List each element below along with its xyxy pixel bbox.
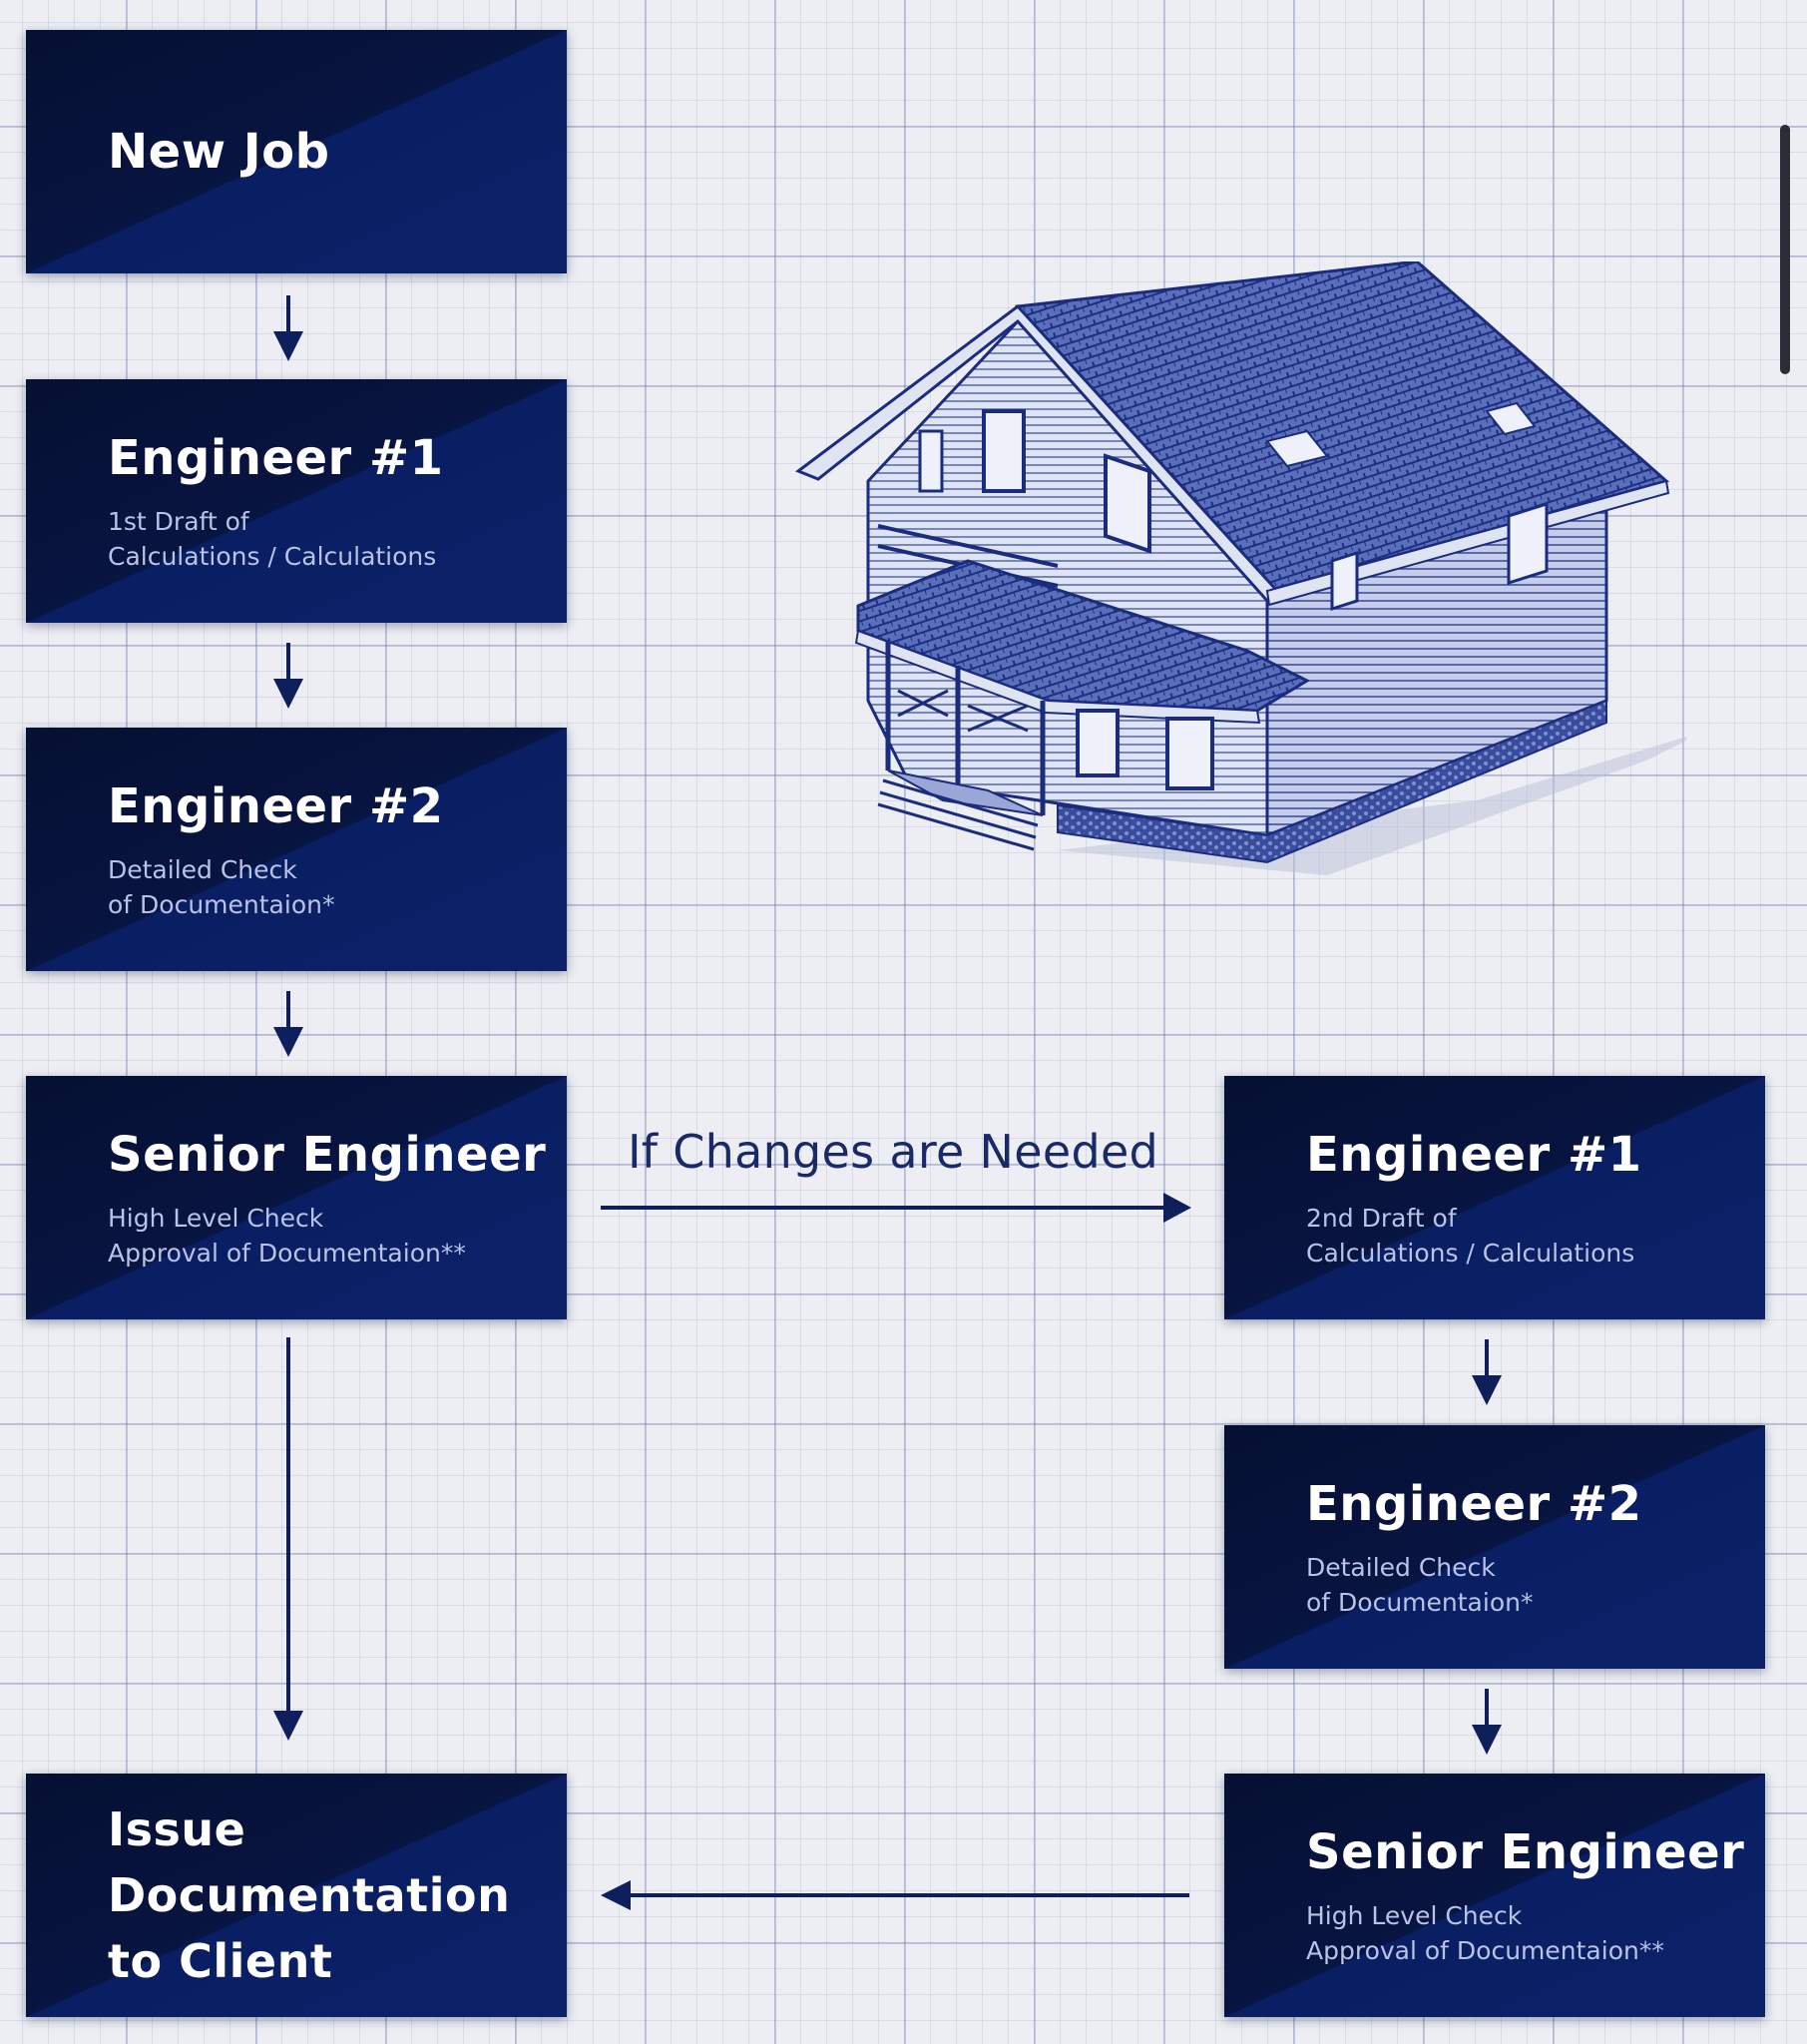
step-subtitle-line: Approval of Documentaion**	[1306, 1936, 1664, 1965]
step-title-line: Issue	[108, 1802, 246, 1856]
step-title: Engineer #2	[1306, 1476, 1642, 1532]
changes-needed-label: If Changes are Needed	[627, 1125, 1159, 1179]
arrow-seniorb-to-issue	[601, 1880, 1189, 1910]
arrow-eng2b-to-seniorb	[1472, 1689, 1502, 1755]
scrollbar-thumb[interactable]	[1780, 125, 1790, 374]
arrow-senior-to-issue	[273, 1337, 303, 1741]
step-senior-engineer-second: Senior Engineer High Level Check Approva…	[1224, 1774, 1765, 2017]
step-subtitle: Detailed Check of Documentaion*	[108, 852, 547, 922]
step-new-job: New Job	[26, 30, 567, 273]
step-engineer-1-first-draft: Engineer #1 1st Draft of Calculations / …	[26, 379, 567, 623]
house-blueprint-icon	[794, 261, 1686, 875]
step-engineer-1-second-draft: Engineer #1 2nd Draft of Calculations / …	[1224, 1076, 1765, 1319]
step-subtitle-line: 1st Draft of	[108, 507, 249, 536]
step-engineer-2-first-check: Engineer #2 Detailed Check of Documentai…	[26, 728, 567, 971]
arrow-changes-needed	[601, 1193, 1191, 1223]
step-subtitle: High Level Check Approval of Documentaio…	[1306, 1898, 1745, 1968]
step-subtitle-line: High Level Check	[1306, 1901, 1523, 1930]
step-subtitle-line: Detailed Check	[108, 855, 297, 884]
step-subtitle-line: 2nd Draft of	[1306, 1204, 1457, 1233]
step-title: Engineer #1	[108, 430, 444, 486]
step-subtitle-line: Detailed Check	[1306, 1553, 1496, 1582]
step-title-line: Documentation	[108, 1868, 511, 1922]
arrow-newjob-to-eng1	[273, 295, 303, 361]
step-subtitle-line: of Documentaion*	[1306, 1588, 1534, 1617]
step-subtitle: High Level Check Approval of Documentaio…	[108, 1201, 547, 1271]
step-engineer-2-second-check: Engineer #2 Detailed Check of Documentai…	[1224, 1425, 1765, 1669]
step-title: Senior Engineer	[108, 1127, 547, 1183]
step-title-line: to Client	[108, 1934, 333, 1988]
arrow-eng1b-to-eng2b	[1472, 1339, 1502, 1405]
step-senior-engineer-first: Senior Engineer High Level Check Approva…	[26, 1076, 567, 1319]
step-subtitle: 2nd Draft of Calculations / Calculations	[1306, 1201, 1745, 1271]
step-title: Engineer #1	[1306, 1127, 1642, 1183]
step-subtitle-line: Calculations / Calculations	[108, 542, 437, 571]
step-subtitle-line: Approval of Documentaion**	[108, 1239, 466, 1268]
step-subtitle-line: of Documentaion*	[108, 890, 335, 919]
arrow-eng1-to-eng2	[273, 643, 303, 709]
step-subtitle-line: High Level Check	[108, 1204, 324, 1233]
step-subtitle: 1st Draft of Calculations / Calculations	[108, 504, 547, 574]
arrow-eng2-to-senior	[273, 991, 303, 1057]
step-title: Senior Engineer	[1306, 1824, 1745, 1880]
step-title: Engineer #2	[108, 778, 444, 834]
step-subtitle-line: Calculations / Calculations	[1306, 1239, 1635, 1268]
step-title: New Job	[108, 124, 330, 180]
step-subtitle: Detailed Check of Documentaion*	[1306, 1550, 1745, 1620]
step-issue-documentation: Issue Documentation to Client	[26, 1774, 567, 2017]
